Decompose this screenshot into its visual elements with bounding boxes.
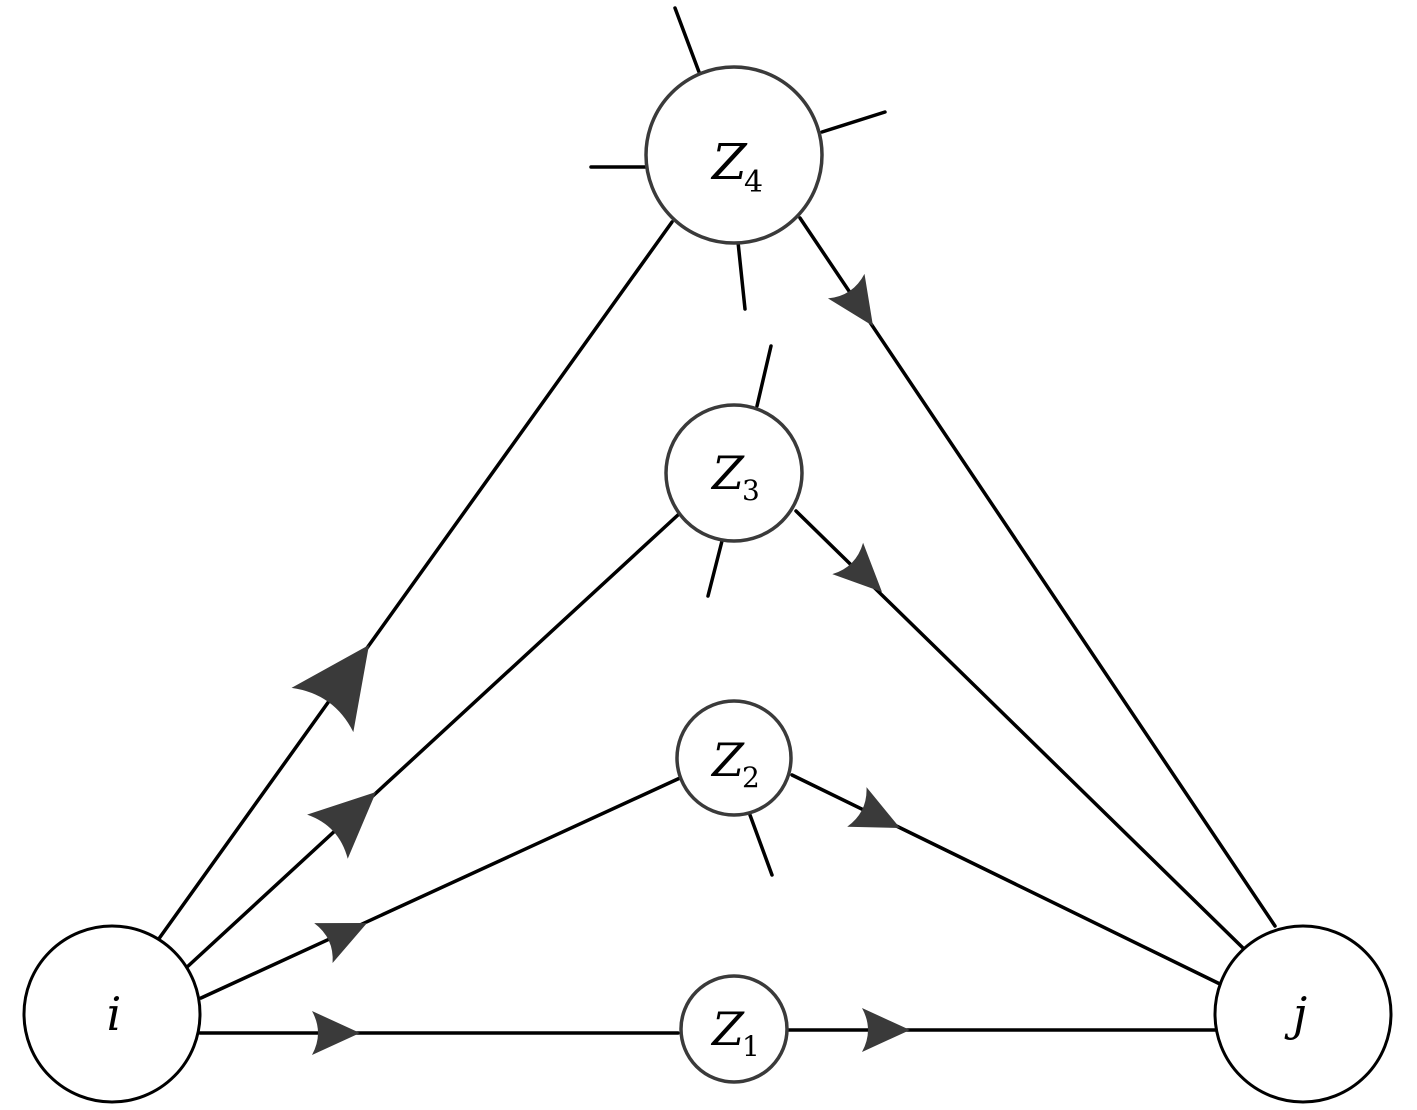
arrow-z2-j xyxy=(847,787,900,828)
node-z4-label: Z xyxy=(710,133,748,191)
node-z2-label: Z xyxy=(710,733,745,787)
node-z3-label: Z xyxy=(710,446,745,500)
edge-i-z3 xyxy=(184,512,681,970)
node-j: j xyxy=(1213,924,1393,1104)
edge-i-z4 xyxy=(156,220,674,942)
stubs xyxy=(589,6,887,877)
stub-z3-bottom xyxy=(706,539,724,598)
edge-i-z2 xyxy=(199,776,682,1000)
arrow-i-z4 xyxy=(291,645,369,733)
arrow-z3-j xyxy=(832,542,882,592)
edge-z2-j xyxy=(790,773,1224,987)
edge-z4-j xyxy=(798,216,1277,928)
node-z3-subscript: 3 xyxy=(742,474,760,507)
arrow-z4-j xyxy=(827,273,873,326)
node-i-label: i xyxy=(107,987,122,1041)
arrowheads xyxy=(291,273,910,1055)
arrow-i-z2 xyxy=(314,923,367,964)
node-z2: Z 2 xyxy=(675,699,793,817)
stub-z2-bottom xyxy=(748,813,774,877)
node-z4-subscript: 4 xyxy=(744,165,763,200)
node-i: i xyxy=(22,924,202,1104)
stub-z4-bottom xyxy=(736,240,747,311)
node-z1: Z 1 xyxy=(679,974,789,1084)
arrow-i-z1 xyxy=(312,1011,360,1055)
node-z2-subscript: 2 xyxy=(742,761,760,794)
node-z3: Z 3 xyxy=(664,403,804,543)
arrow-i-z3 xyxy=(307,792,376,859)
edges xyxy=(156,216,1277,1035)
stub-z3-top xyxy=(755,344,773,408)
node-z1-label: Z xyxy=(710,1002,745,1056)
stub-z4-top xyxy=(673,6,701,74)
node-z1-subscript: 1 xyxy=(742,1030,760,1063)
stub-z4-right xyxy=(820,110,887,134)
arrow-z1-j xyxy=(862,1008,910,1052)
node-z4: Z 4 xyxy=(644,65,824,245)
